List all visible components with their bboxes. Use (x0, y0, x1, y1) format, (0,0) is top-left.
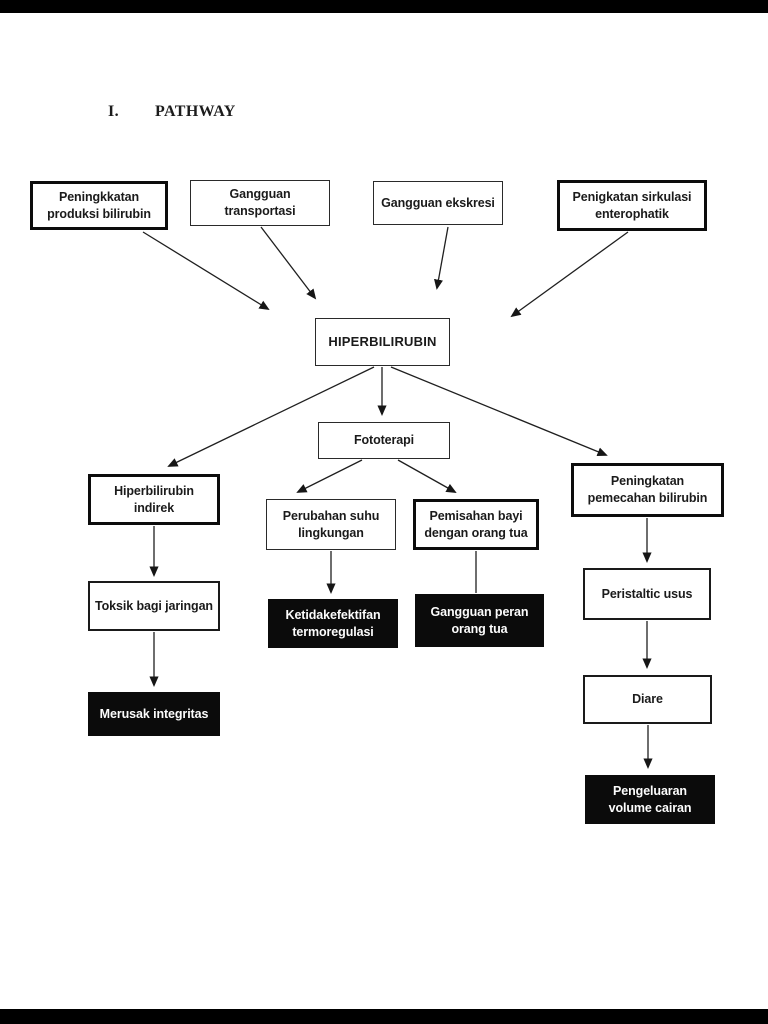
node-peristaltic-usus: Peristaltic usus (583, 568, 711, 620)
top-letterbox-bar (0, 0, 768, 13)
edge-fototerapi-perubahan-suhu (296, 459, 363, 493)
edge-fototerapi-pemisahan-bayi (397, 459, 457, 493)
node-gangguan-transportasi: Gangguan transportasi (190, 180, 330, 226)
pathway-page: I. PATHWAY Peningkkatan produksi bilirubi… (0, 13, 768, 1009)
page-title-text: PATHWAY (155, 103, 236, 120)
edge-produksi-hiperbilirubin (142, 231, 270, 311)
node-merusak-integritas: Merusak integritas (88, 692, 220, 736)
node-pemisahan-bayi: Pemisahan bayi dengan orang tua (413, 499, 539, 550)
node-sirkulasi-enterophatik: Penigkatan sirkulasi enterophatik (557, 180, 707, 231)
node-diare: Diare (583, 675, 712, 724)
node-hiperbilirubin-indirek: Hiperbilirubin indirek (88, 474, 220, 525)
node-hiperbilirubin: HIPERBILIRUBIN (315, 318, 450, 366)
node-pengeluaran-cairan: Pengeluaran volume cairan (585, 775, 715, 824)
node-gangguan-ekskresi: Gangguan ekskresi (373, 181, 503, 225)
node-gangguan-peran: Gangguan peran orang tua (415, 594, 544, 647)
edge-transportasi-hiperbilirubin (260, 226, 317, 300)
edge-ekskresi-hiperbilirubin (434, 226, 449, 290)
edge-enterophatik-hiperbilirubin (510, 231, 629, 318)
node-toksik-jaringan: Toksik bagi jaringan (88, 581, 220, 631)
node-fototerapi: Fototerapi (318, 422, 450, 459)
node-produksi-bilirubin: Peningkkatan produksi bilirubin (30, 181, 168, 230)
node-perubahan-suhu: Perubahan suhu lingkungan (266, 499, 396, 550)
node-pemecahan-bilirubin: Peningkatan pemecahan bilirubin (571, 463, 724, 517)
page-title-numeral: I. (108, 103, 120, 120)
node-ketidakefektifan-termoregulasi: Ketidakefektifan termoregulasi (268, 599, 398, 648)
page-title: I. PATHWAY (108, 103, 236, 121)
bottom-letterbox-bar (0, 1009, 768, 1024)
